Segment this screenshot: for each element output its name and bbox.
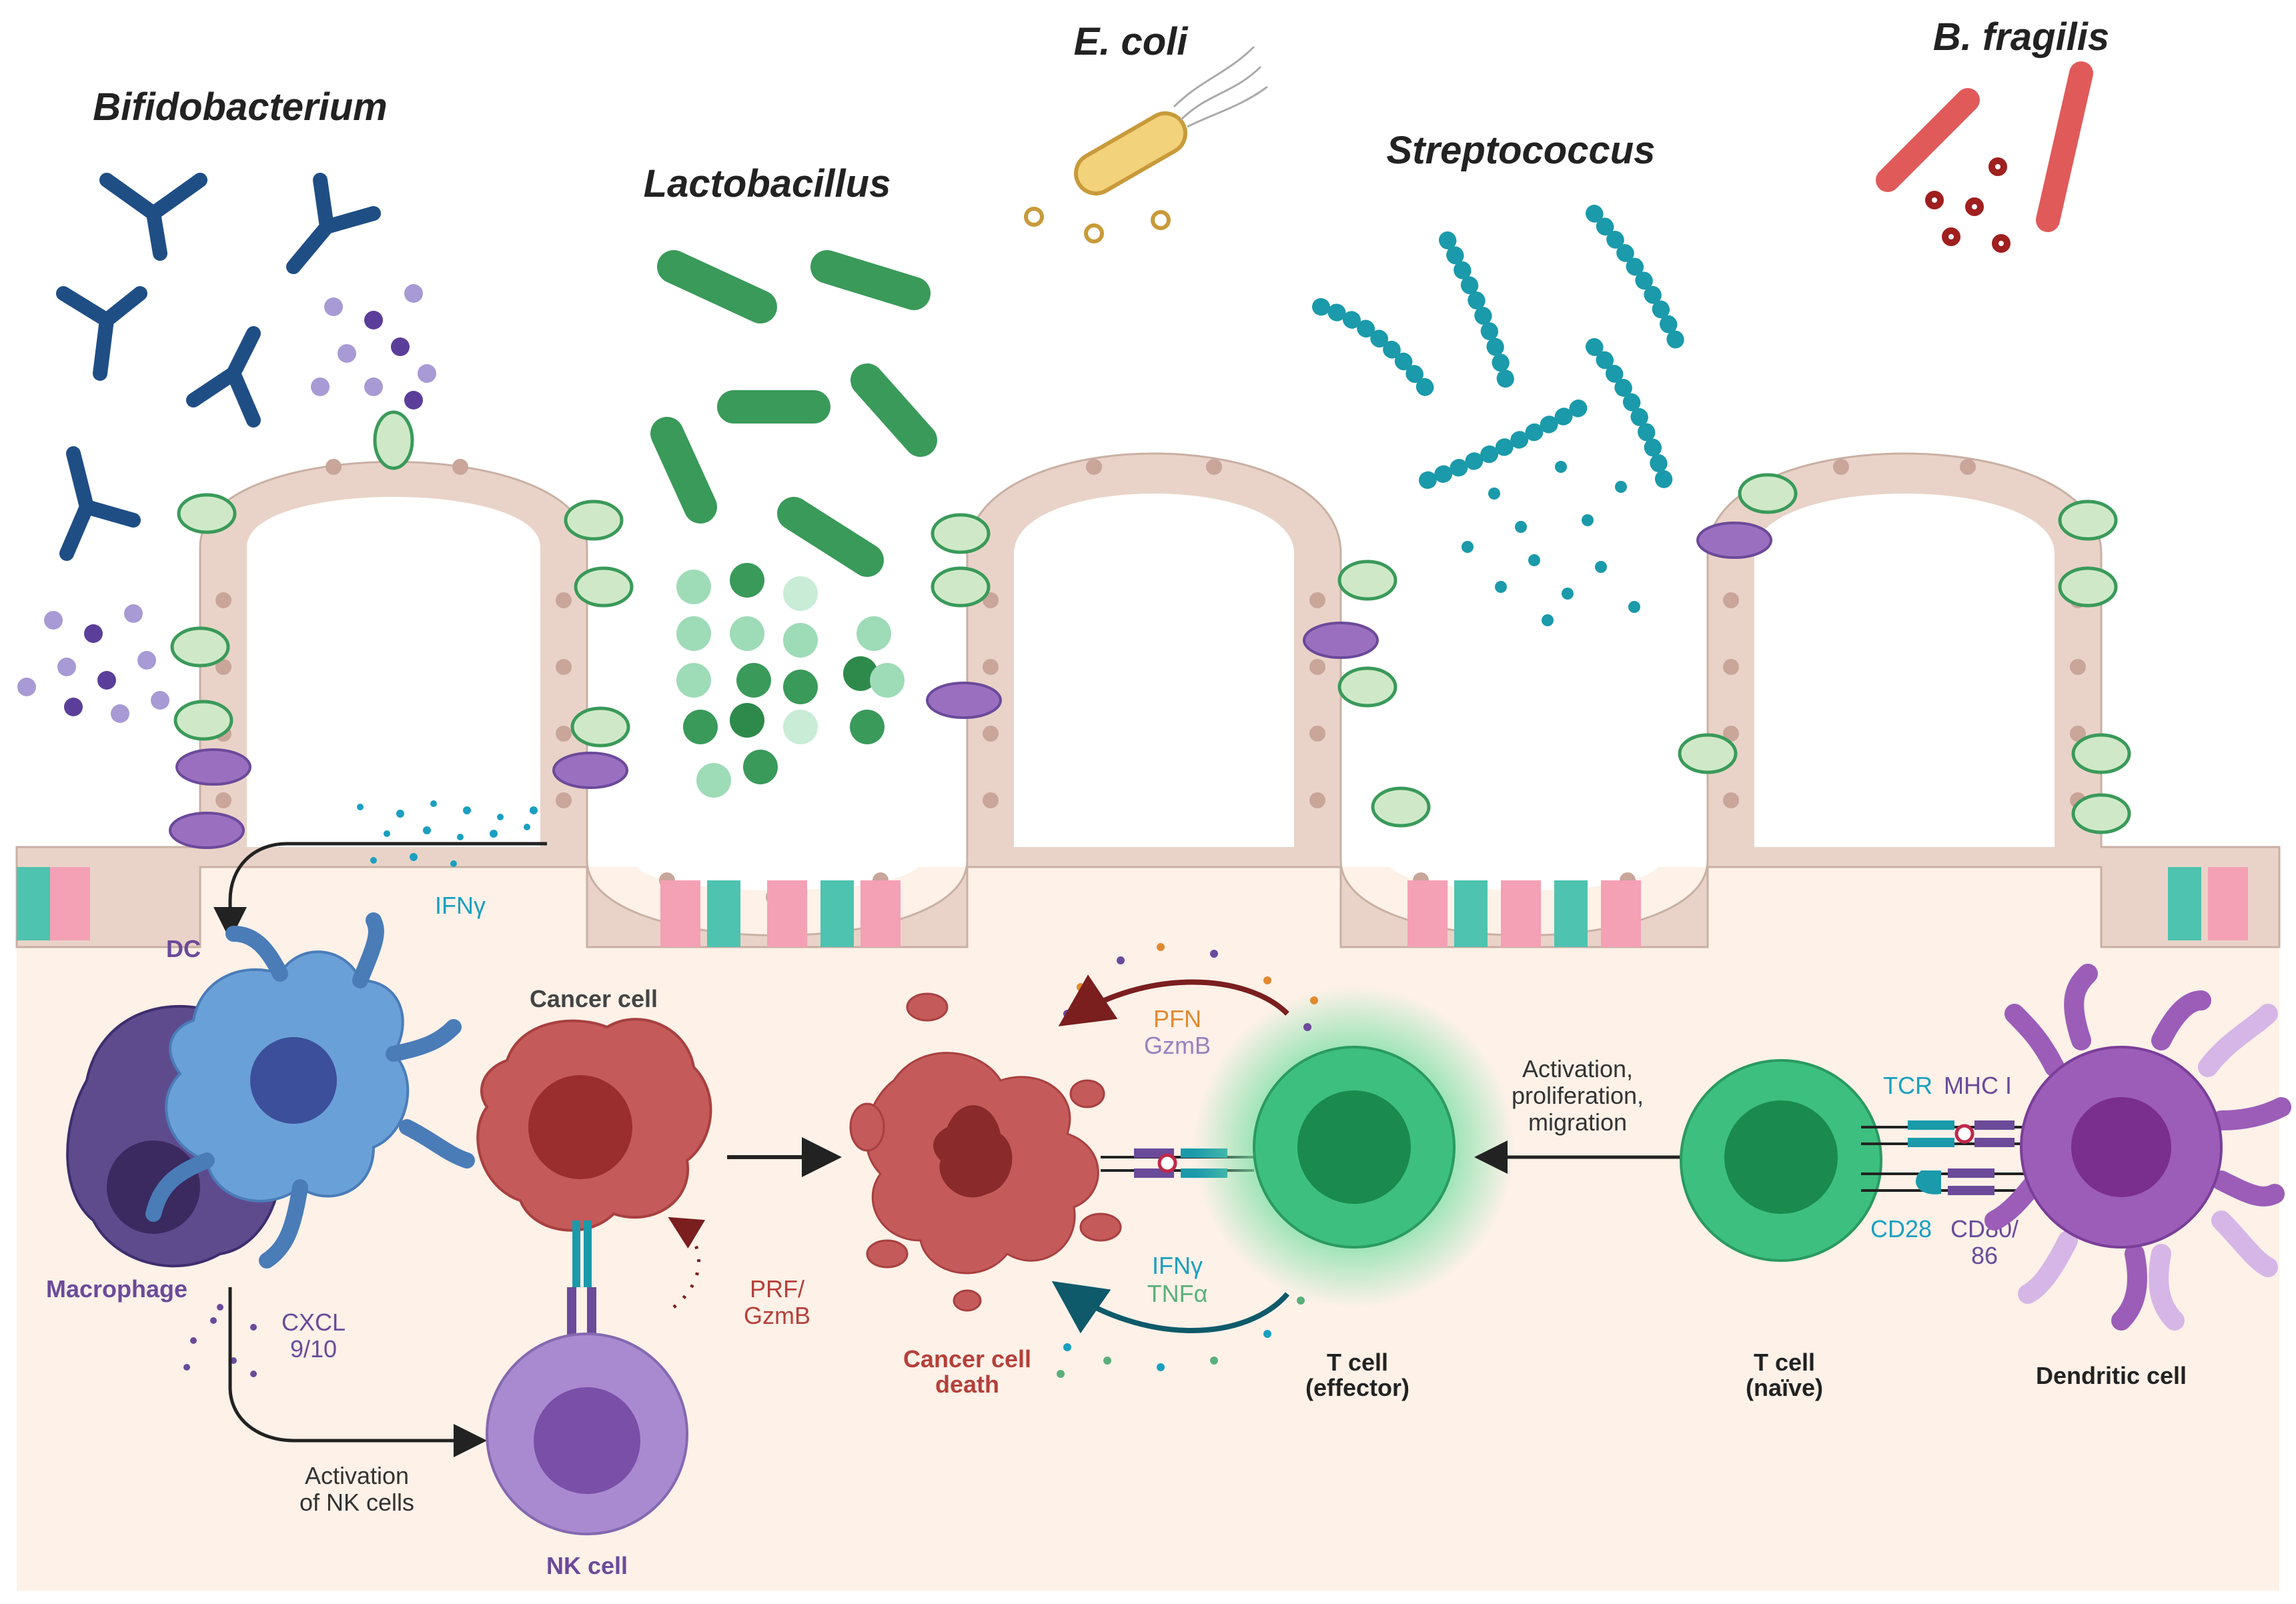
label-gzmb: GzmB	[1144, 1032, 1211, 1059]
label-tcr: TCR	[1883, 1072, 1932, 1099]
dc-nucleus	[250, 1037, 337, 1124]
label-cd80-2: 86	[1971, 1242, 1998, 1269]
arrow-pfn	[1058, 974, 1289, 1026]
label-prf-2: GzmB	[744, 1302, 810, 1329]
paneth-cells	[17, 867, 2248, 947]
streptococcus-metabolites	[1462, 461, 1640, 626]
label-activation-2: proliferation,	[1512, 1082, 1644, 1109]
label-cxcl-2: 9/10	[290, 1335, 337, 1363]
dendritic-cell	[1984, 964, 2291, 1331]
arrow-activation-nk	[228, 1287, 487, 1457]
label-activation-nk-2: of NK cells	[300, 1489, 414, 1516]
ecoli-cell	[1024, 45, 1268, 243]
lactobacillus-cells	[650, 250, 937, 577]
lumen-2	[634, 440, 921, 890]
label-mhc: MHC I	[1944, 1072, 2012, 1099]
ifng-spray	[357, 800, 538, 867]
nk-cell-nucleus	[534, 1387, 640, 1494]
tuft-cells	[169, 522, 1772, 849]
label-prf-1: PRF/	[750, 1275, 804, 1303]
goblet-cells	[170, 410, 2131, 834]
label-macrophage: Macrophage	[46, 1275, 187, 1303]
label-lactobacillus: Lactobacillus	[644, 162, 891, 205]
label-cd28: CD28	[1870, 1215, 1932, 1243]
label-cancer-cell: Cancer cell	[530, 985, 658, 1012]
label-pfn: PFN	[1153, 1005, 1201, 1032]
bifidobacterium-metabolites	[17, 284, 436, 723]
arrow-ifng-to-dc	[213, 842, 547, 940]
bifidobacterium-cells	[56, 173, 381, 561]
ifng-tnfa-spray	[1057, 1297, 1305, 1378]
label-tnfa: TNFα	[1147, 1280, 1208, 1307]
label-bifidobacterium: Bifidobacterium	[93, 85, 388, 129]
label-ifng-top: IFNγ	[435, 892, 486, 919]
arrow-ifng-tnfa	[1051, 1281, 1290, 1334]
cancer-cell-death-nucleus	[933, 1105, 1013, 1198]
label-activation-1: Activation,	[1522, 1055, 1633, 1082]
lactobacillus-metabolites	[676, 563, 905, 798]
tcr-mhc-receptor	[1861, 1120, 2028, 1147]
arrow-prf	[668, 1217, 706, 1309]
cancer-cell-nucleus	[528, 1075, 632, 1179]
label-tnaive-1: T cell	[1754, 1349, 1815, 1376]
label-death-1: Cancer cell	[903, 1345, 1031, 1373]
label-ifng-bottom: IFNγ	[1152, 1252, 1203, 1279]
bfragilis-metabolites	[1925, 157, 2011, 253]
label-death-2: death	[935, 1371, 999, 1398]
t-effector-nucleus	[1297, 1090, 1411, 1204]
label-bfragilis: B. fragilis	[1933, 15, 2109, 59]
label-teff-2: (effector)	[1305, 1374, 1409, 1401]
t-naive-nucleus	[1724, 1100, 1838, 1214]
macrophage-nucleus	[107, 1140, 200, 1234]
label-ecoli: E. coli	[1074, 20, 1189, 63]
label-cxcl-1: CXCL	[281, 1309, 346, 1336]
lumen-5	[1754, 494, 2055, 847]
label-activation-nk-1: Activation	[305, 1462, 409, 1489]
label-tnaive-2: (naïve)	[1746, 1374, 1823, 1401]
lumen-3	[1014, 494, 1294, 847]
label-dendritic-cell: Dendritic cell	[2036, 1362, 2187, 1389]
label-activation-3: migration	[1528, 1108, 1627, 1136]
label-dc: DC	[166, 935, 201, 962]
label-streptococcus: Streptococcus	[1387, 129, 1656, 172]
lumen-4	[1387, 440, 1661, 890]
label-teff-1: T cell	[1327, 1349, 1388, 1376]
bfragilis-cells	[1876, 61, 2093, 232]
label-nk-cell: NK cell	[546, 1552, 628, 1579]
cd28-cd80-receptor	[1861, 1168, 2028, 1195]
streptococcus-chains	[1312, 205, 1690, 502]
lumen-1	[247, 497, 540, 847]
